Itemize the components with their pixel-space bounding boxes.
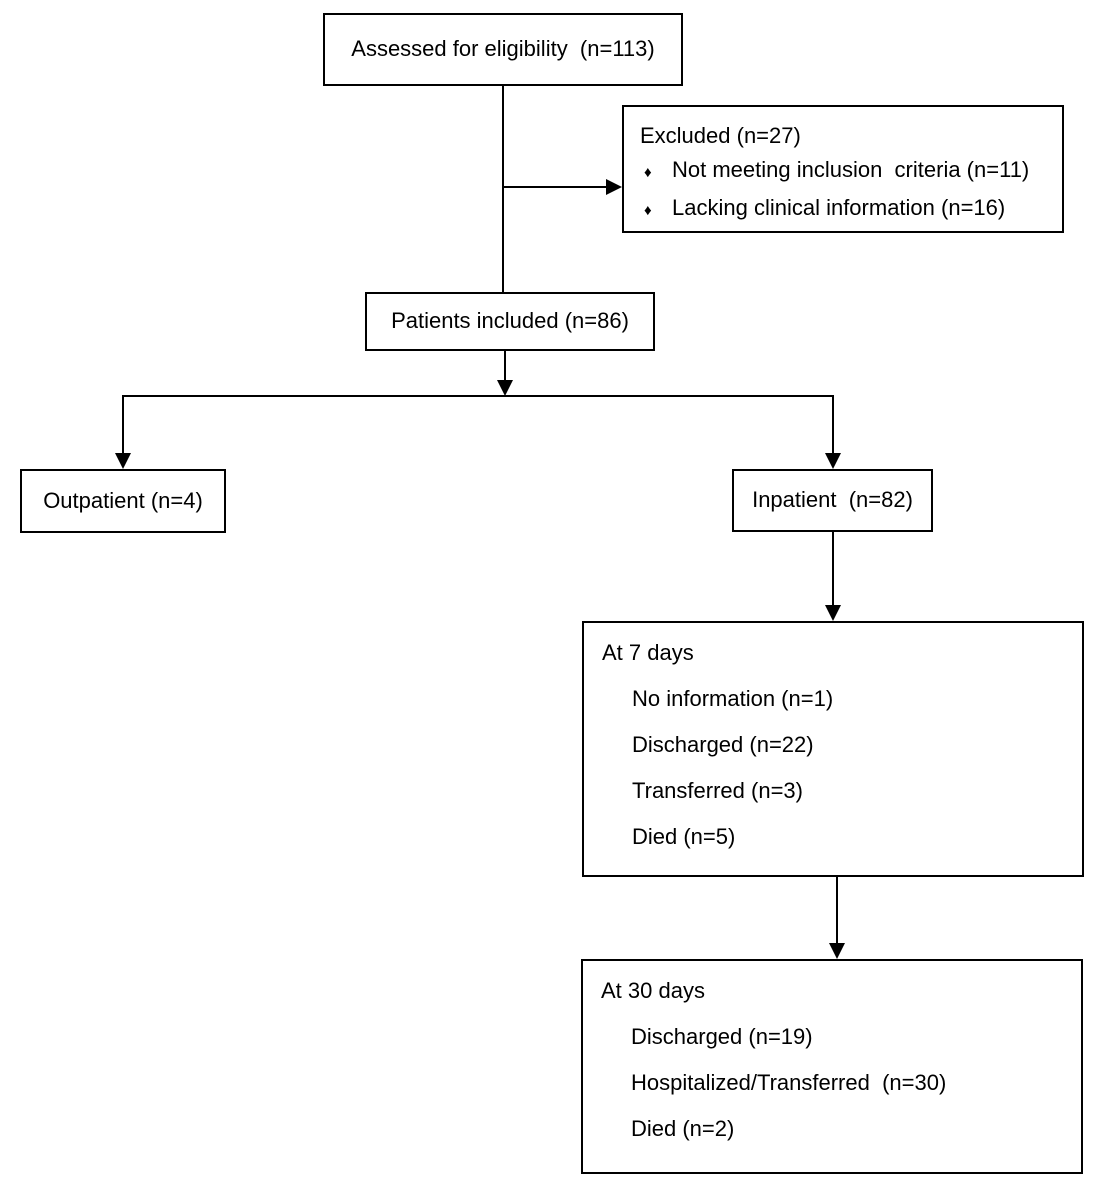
excluded-item-label: Not meeting inclusion criteria (n=11) [672, 157, 1030, 182]
connector-to-excluded [503, 186, 607, 188]
at7days-item: Transferred (n=3) [632, 778, 803, 803]
excluded-item-label: Lacking clinical information (n=16) [672, 195, 1006, 220]
inpatient-box: Inpatient (n=82) [732, 469, 933, 532]
diamond-bullet-icon: ♦ [644, 164, 652, 181]
diamond-bullet-icon: ♦ [644, 202, 652, 219]
arrowhead-at7days-icon [825, 605, 841, 621]
patients-included-box: Patients included (n=86) [365, 292, 655, 351]
connector-at7days-to-at30days [836, 877, 838, 944]
assessed-eligibility-label: Assessed for eligibility (n=113) [351, 36, 655, 62]
at7days-item: Discharged (n=22) [632, 732, 814, 757]
excluded-title: Excluded (n=27) [640, 123, 801, 148]
inpatient-label: Inpatient (n=82) [752, 487, 913, 513]
at7days-title: At 7 days [602, 640, 694, 665]
at30days-item: Hospitalized/Transferred (n=30) [631, 1070, 947, 1095]
connector-included-to-branch [504, 351, 506, 381]
patients-included-label: Patients included (n=86) [391, 308, 629, 334]
arrowhead-inpatient-icon [825, 453, 841, 469]
at7days-box: At 7 days No information (n=1) Discharge… [582, 621, 1084, 877]
arrowhead-outpatient-icon [115, 453, 131, 469]
connector-assessed-to-included [502, 86, 504, 292]
at30days-item: Discharged (n=19) [631, 1024, 813, 1049]
connector-inpatient-to-at7days [832, 532, 834, 606]
branch-line [122, 395, 834, 397]
outpatient-label: Outpatient (n=4) [43, 487, 203, 513]
connector-branch-to-inpatient [832, 396, 834, 454]
at7days-item: Died (n=5) [632, 824, 736, 849]
excluded-item: ♦ Not meeting inclusion criteria (n=11) [640, 152, 1046, 190]
at30days-item: Died (n=2) [631, 1116, 735, 1141]
assessed-eligibility-box: Assessed for eligibility (n=113) [323, 13, 683, 86]
at30days-title: At 30 days [601, 978, 705, 1003]
arrowhead-branch-icon [497, 380, 513, 396]
arrowhead-at30days-icon [829, 943, 845, 959]
excluded-item: ♦ Lacking clinical information (n=16) [640, 190, 1046, 228]
at30days-box: At 30 days Discharged (n=19) Hospitalize… [581, 959, 1083, 1174]
at7days-item: No information (n=1) [632, 686, 834, 711]
arrowhead-excluded-icon [606, 179, 622, 195]
connector-branch-to-outpatient [122, 396, 124, 454]
excluded-box: Excluded (n=27) ♦ Not meeting inclusion … [622, 105, 1064, 233]
outpatient-box: Outpatient (n=4) [20, 469, 226, 533]
